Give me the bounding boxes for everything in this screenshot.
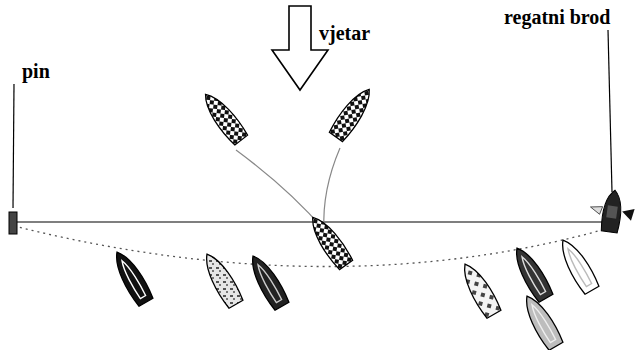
sailboat-part xyxy=(457,259,502,319)
sailboat-part xyxy=(109,247,154,307)
sailboat-part xyxy=(198,89,249,146)
dotted-approach-curve-part xyxy=(14,226,602,267)
sailboat xyxy=(305,212,354,270)
sailboat-part xyxy=(519,291,564,350)
leader-lines-part xyxy=(13,84,14,208)
sailboat-part xyxy=(565,247,592,287)
leader-lines-part xyxy=(608,30,612,192)
sailboat-part xyxy=(119,259,146,299)
wind-label: vjetar xyxy=(319,22,370,44)
sailboat-part xyxy=(245,251,290,311)
committee-boat-part xyxy=(621,207,635,221)
sailboat-part xyxy=(555,235,600,295)
committee-boat-part xyxy=(606,205,618,218)
committee-boat-part xyxy=(590,205,603,215)
tack-wakes xyxy=(236,148,340,230)
leader-lines xyxy=(13,30,612,208)
sailboat xyxy=(509,243,554,303)
start-line xyxy=(14,222,606,223)
wind-arrow xyxy=(272,6,328,90)
tack-wakes-part xyxy=(236,150,324,230)
pin-buoy xyxy=(9,212,17,234)
sailboat-part xyxy=(305,212,354,270)
start-line-part xyxy=(14,221,606,223)
pin-buoy-part xyxy=(9,212,17,234)
sailboat-part xyxy=(509,243,554,303)
sailboat-part xyxy=(199,249,244,309)
sailboat xyxy=(457,259,502,319)
sailboat xyxy=(199,249,244,309)
sailboats xyxy=(109,84,600,350)
sailboat xyxy=(555,235,600,295)
committee-boat-part xyxy=(600,189,623,233)
sailboat-part xyxy=(328,84,377,142)
sailboat xyxy=(198,89,249,146)
sailboat xyxy=(519,291,564,350)
sailboat-part xyxy=(519,255,546,295)
committee-boat-label: regatni brod xyxy=(504,6,611,28)
sailboat xyxy=(245,251,290,311)
wind-arrow-part xyxy=(272,6,328,90)
sailboat-part xyxy=(255,263,282,303)
dotted-approach-curve xyxy=(14,226,602,267)
sailboat xyxy=(328,84,377,142)
sailboat xyxy=(109,247,154,307)
tack-wakes-part xyxy=(324,148,340,230)
pin-label: pin xyxy=(22,60,50,82)
committee-boat xyxy=(587,187,636,235)
sailboat-part xyxy=(529,303,556,343)
